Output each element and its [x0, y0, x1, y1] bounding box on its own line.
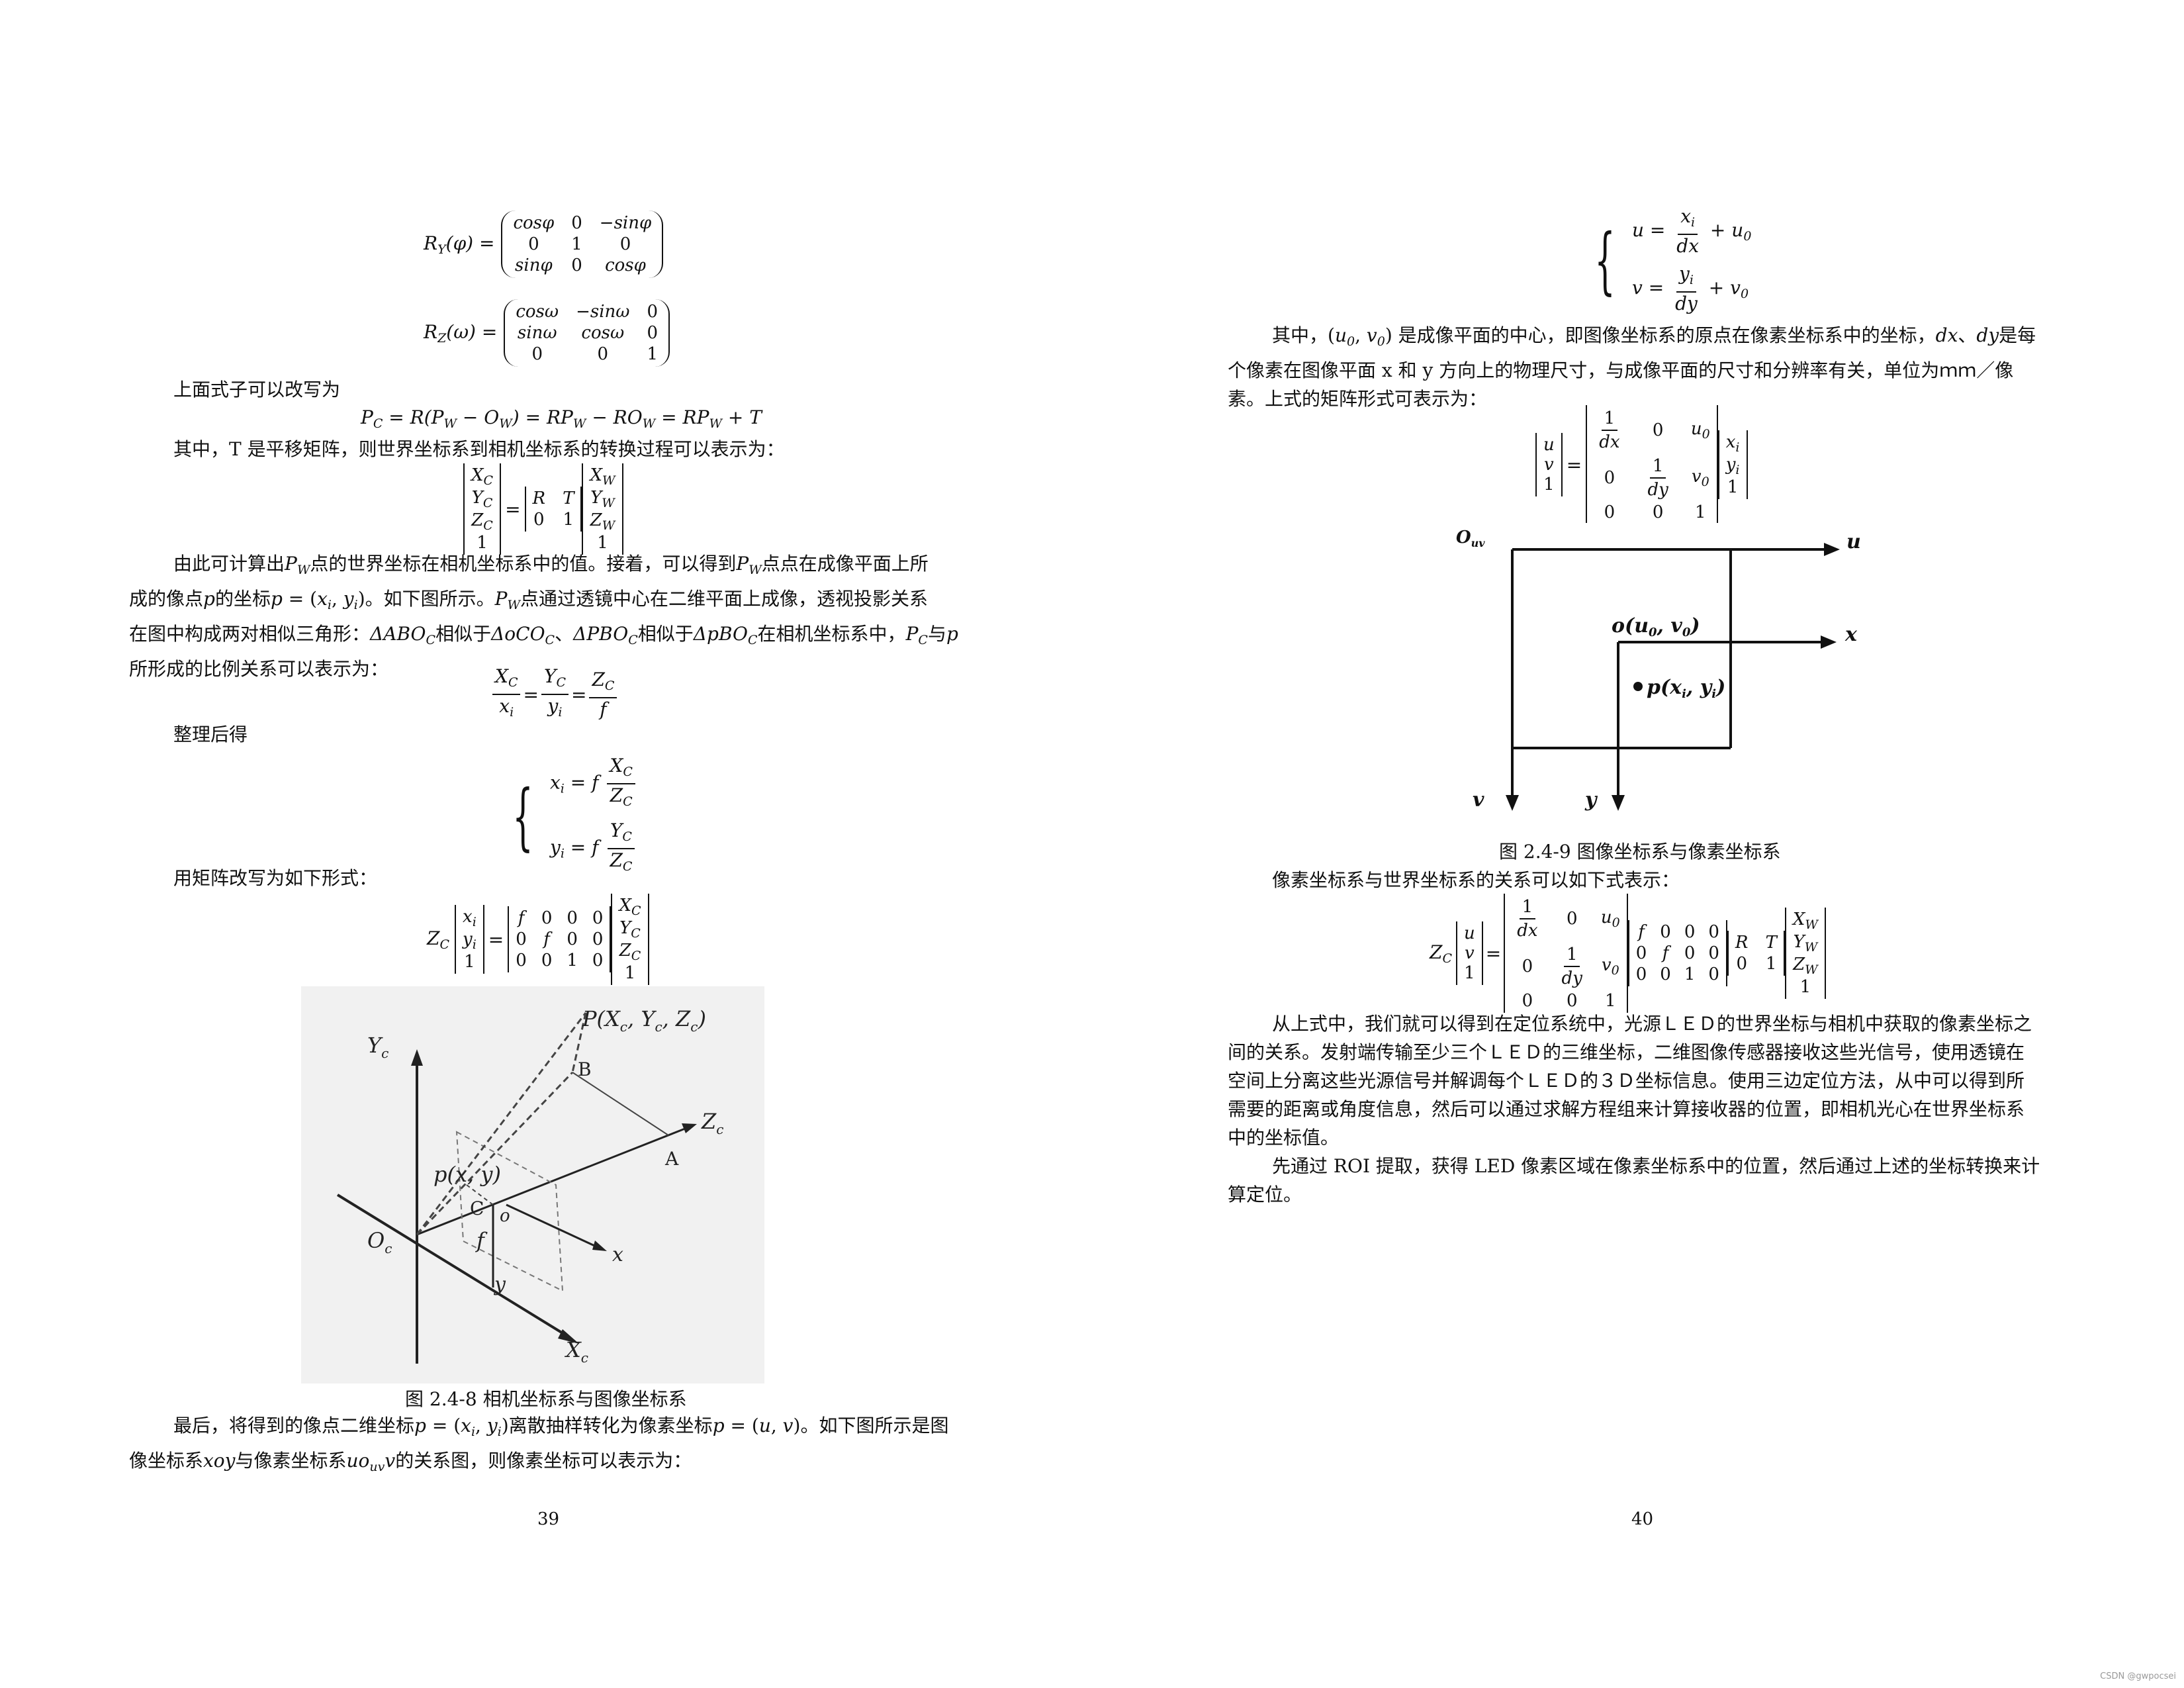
label-p: P(Xc, Yc, Zc) — [582, 1006, 706, 1035]
figure-caption-2-4-8: 图 2.4-8 相机坐标系与图像坐标系 — [405, 1388, 687, 1410]
label-y: y — [1584, 788, 1598, 812]
zc-arrow — [682, 1123, 697, 1133]
projection-line-op — [416, 1012, 587, 1235]
label-xc: Xc — [564, 1337, 588, 1366]
paragraph-center: 其中，(u0, v0) 是成像平面的中心，即图像坐标系的原点在像素坐标系中的坐标… — [1228, 324, 2036, 410]
label-v: v — [1473, 788, 1484, 812]
x-arrow — [1821, 635, 1837, 649]
xc-arrow — [558, 1329, 579, 1344]
label-x: x — [1844, 623, 1858, 646]
label-u: u — [1846, 530, 1861, 553]
figure-pixel-coordinates: Ouv u o(u0, v0) x p(xi, yi) v y — [1456, 523, 1866, 821]
paragraph-led: 从上式中，我们就可以得到在定位系统中，光源ＬＥＤ的世界坐标与相机中获取的像素坐标… — [1228, 1013, 2032, 1149]
image-x-arrow — [592, 1241, 607, 1251]
y-arrow — [1612, 795, 1625, 811]
paragraph-projection: 由此可计算出PW点的世界坐标在相机坐标系中的值。接着，可以得到PW点点在成像平面… — [129, 553, 958, 680]
projection-line-ob — [416, 1071, 574, 1236]
line-p-c — [466, 1184, 494, 1205]
label-x: x — [612, 1243, 623, 1266]
label-ouv: Ouv — [1456, 528, 1485, 549]
label-b: B — [578, 1058, 592, 1080]
text-translation-matrix: 其中，T 是平移矩阵，则世界坐标系到相机坐标系的转换过程可以表示为： — [173, 438, 785, 460]
figure-background — [1456, 523, 1866, 821]
label-c: C — [470, 1197, 484, 1219]
figure-caption-2-4-9: 图 2.4-9 图像坐标系与像素坐标系 — [1499, 841, 1781, 863]
paragraph-pixel-coords: 最后，将得到的像点二维坐标p = (xi, yi)离散抽样转化为像素坐标p = … — [129, 1415, 949, 1474]
watermark: CSDN @gwpocsei — [2100, 1671, 2176, 1681]
text-matrix-form: 用矩阵改写为如下形式： — [173, 867, 378, 889]
page-number-left: 39 — [537, 1509, 560, 1529]
paragraph-roi: 先通过 ROI 提取，获得 LED 像素区域在像素坐标系中的位置，然后通过上述的… — [1228, 1155, 2040, 1205]
point-p — [1633, 682, 1643, 691]
label-zc: Zc — [701, 1109, 723, 1137]
equation-pc: PC = R(PW − OW) = RPW − ROW = RPW + T — [361, 406, 762, 431]
label-origin: o(u0, v0) — [1612, 614, 1700, 639]
label-y: y — [493, 1273, 506, 1296]
u-arrow — [1824, 543, 1840, 556]
text-relation: 像素坐标系与世界坐标系的关系可以如下式表示： — [1272, 869, 1680, 891]
line-b-a — [572, 1072, 669, 1136]
text-rewrite: 上面式子可以改写为 — [173, 379, 341, 400]
figure-background — [301, 986, 764, 1383]
label-o: o — [500, 1206, 510, 1226]
label-p: p(xi, yi) — [1647, 676, 1725, 701]
label-yc: Yc — [367, 1033, 388, 1061]
yc-arrow — [411, 1049, 423, 1066]
figure-camera-coordinates: Yc P(Xc, Yc, Zc) B Zc A p(x, y) C o f x … — [301, 986, 764, 1383]
label-p-small: p(x, y) — [433, 1162, 501, 1187]
image-x-axis — [506, 1203, 600, 1249]
image-plane — [455, 1131, 564, 1292]
label-a: A — [664, 1148, 679, 1170]
label-oc: Oc — [367, 1228, 392, 1256]
v-arrow — [1506, 795, 1519, 811]
xc-axis — [336, 1194, 570, 1338]
text-arrange: 整理后得 — [173, 724, 248, 745]
page-number-right: 40 — [1631, 1509, 1654, 1529]
